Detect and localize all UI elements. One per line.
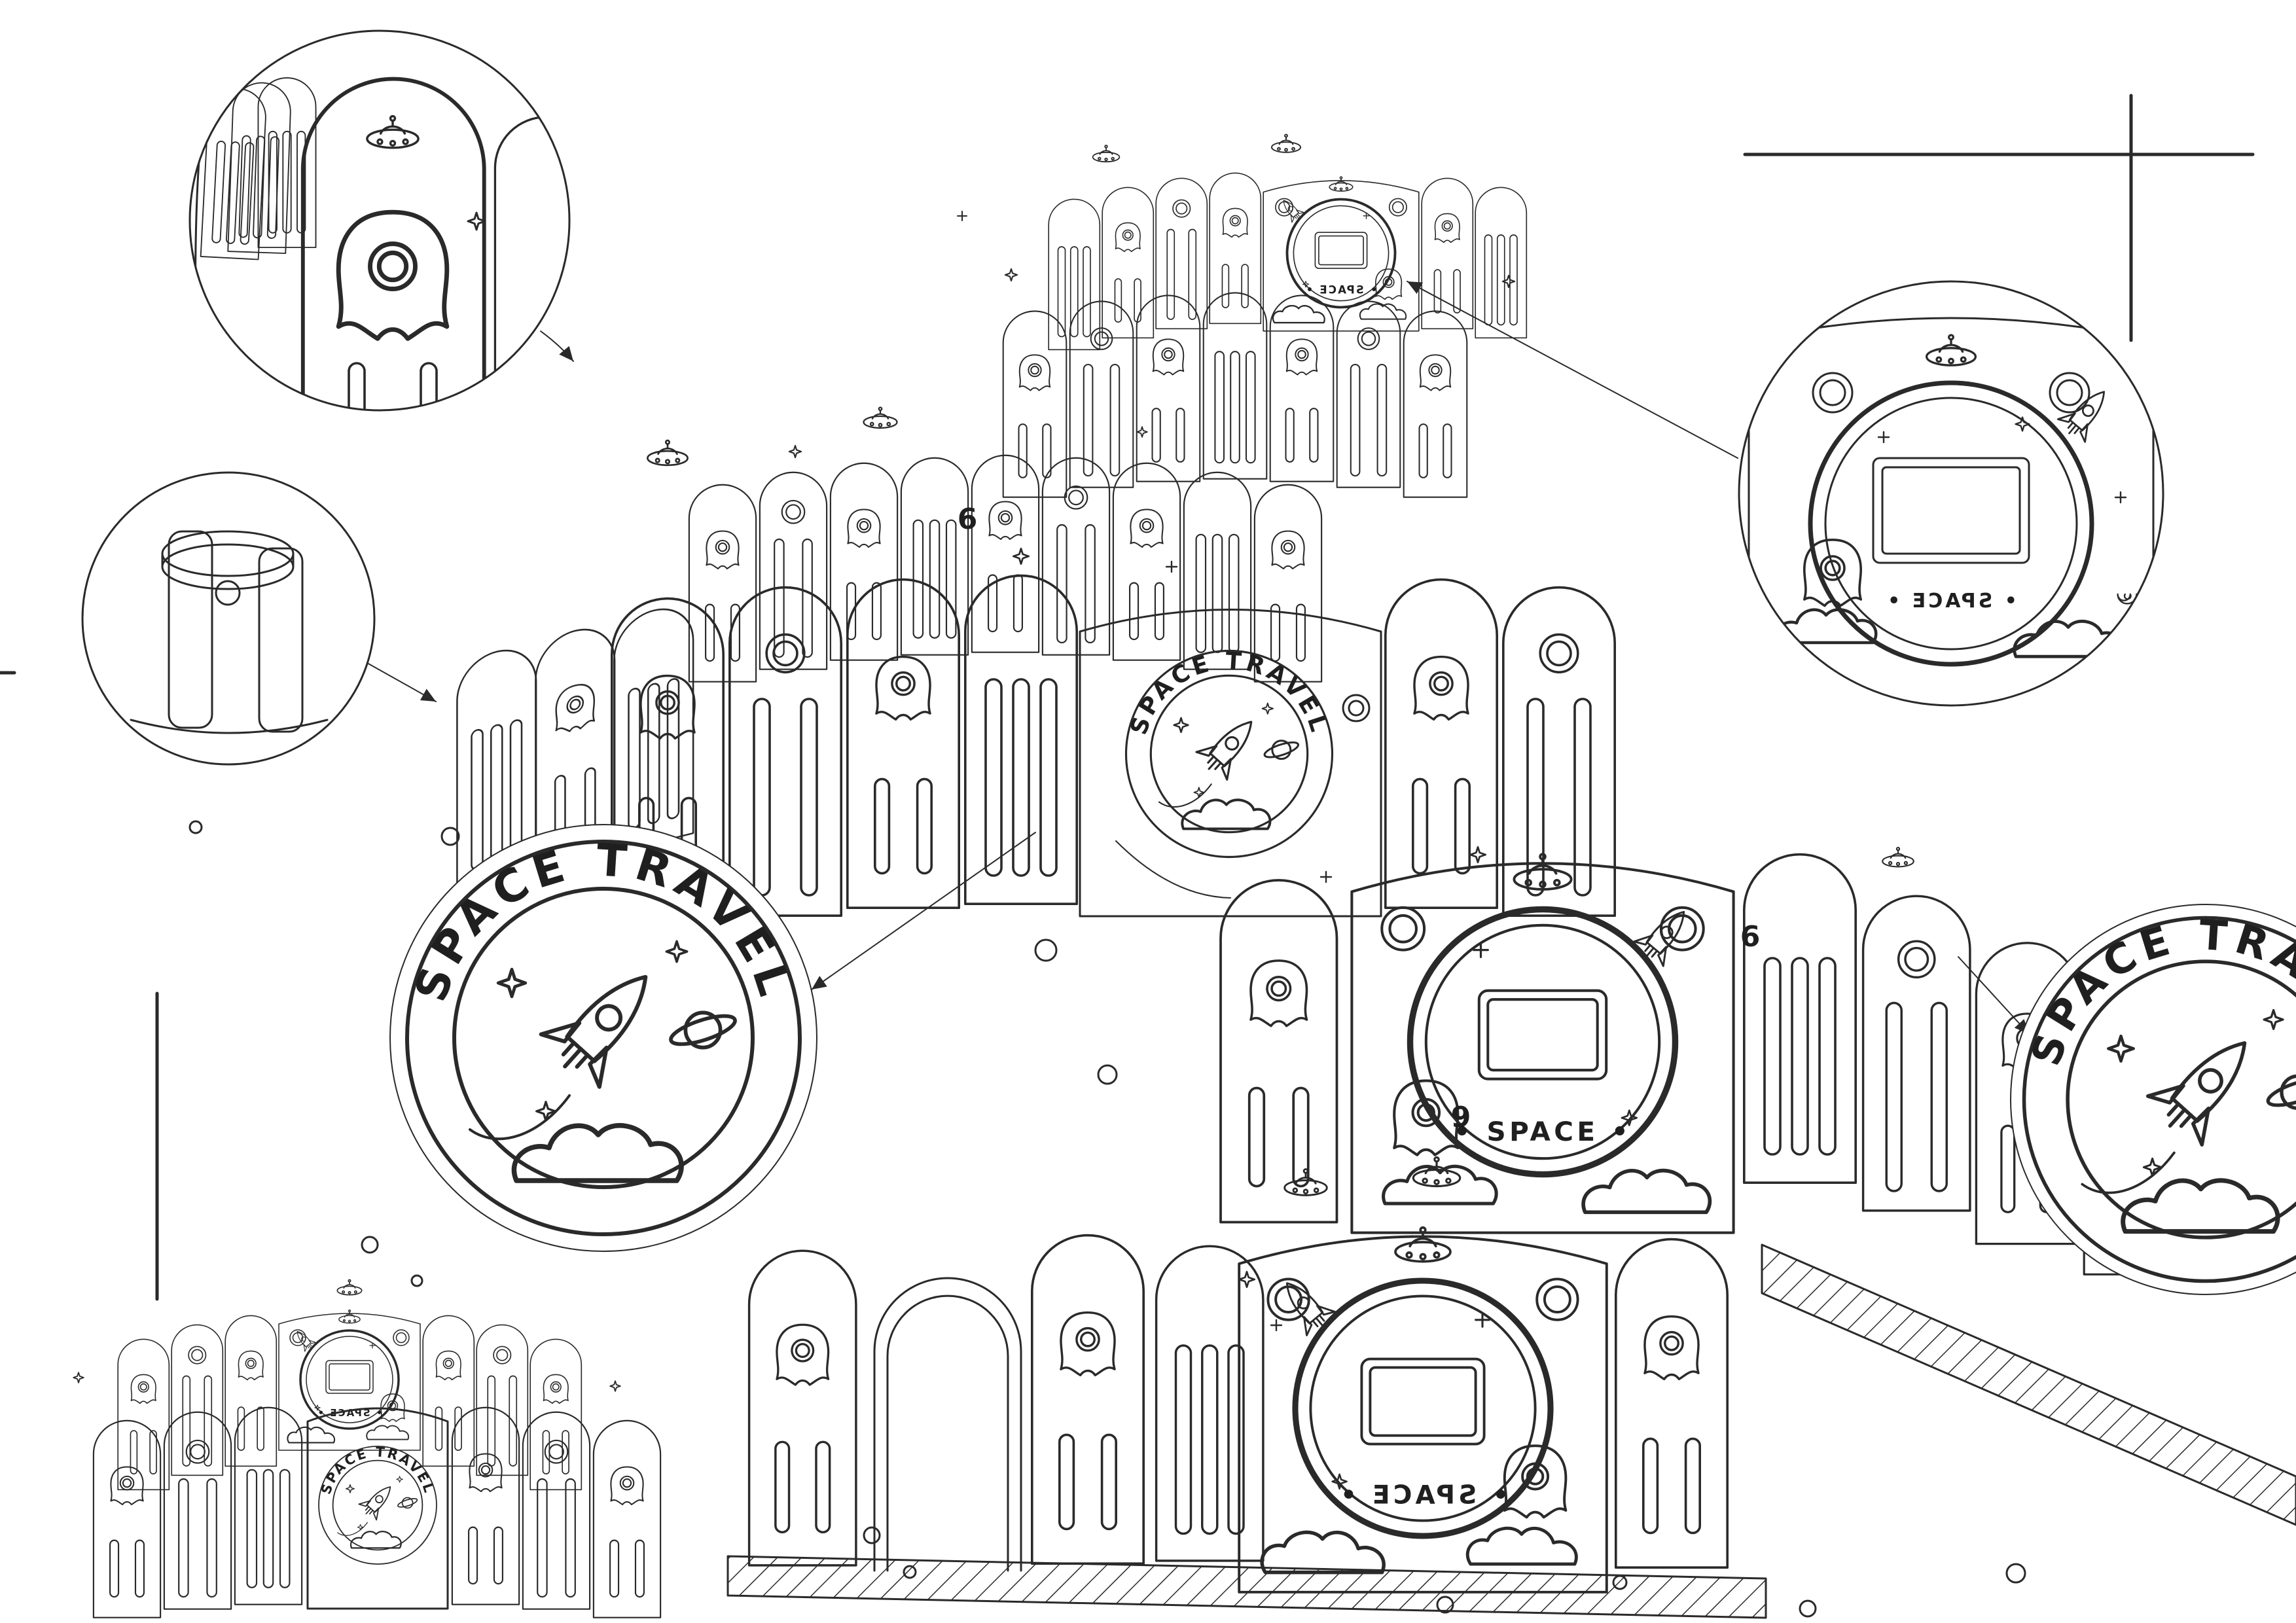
bubble [1799,1599,1817,1618]
view-playpen-small [73,1279,660,1618]
arch-ring-inner [1824,397,2078,651]
porthole-right-inner [2056,379,2083,406]
bubble [903,1565,917,1579]
space-travel-panel-outline [1079,609,1382,918]
view-playpen-front [726,1156,1767,1619]
ramp-hatched [1761,1243,2296,1526]
lock-knob-inner[interactable] [1348,700,1365,717]
door-panel[interactable] [873,1277,1022,1572]
registration-marks [0,94,2255,1301]
leader-callout-connector [361,659,437,702]
leader-callout-emblem-right [1958,956,2030,1035]
porthole-left-inner [1819,379,1846,406]
view-playpen-top-rear [956,134,1526,497]
bubble [1612,1575,1628,1590]
bubble [361,1236,379,1254]
swirl-doodle-six-b: 6 [1740,920,1761,954]
small-emblem-panel [306,1407,449,1610]
space-badge-mirrored: • SPACE • [1885,590,2017,613]
leader-callout-emblem [811,832,1036,990]
swirl-doodle-nine: 9 [1451,1101,1471,1134]
leader-calloutA [1407,281,1738,459]
view-playpen-right: 9 6 [1221,846,2296,1526]
connector-base-curve [130,719,329,734]
bubble [2005,1563,2026,1584]
porthole-left-outer [1812,372,1854,414]
porthole-right-outer [2049,372,2090,414]
base-hatched [726,1555,1767,1619]
leader-callout-corner [540,330,574,362]
screen-display [1881,466,2021,555]
connector-left-post [168,530,213,729]
swirl-doodle-six: 6 [958,503,978,536]
connector-knob[interactable] [215,580,241,606]
callout-circle [1738,280,2164,707]
space-screen-panel-back-mirrored [1263,177,1419,331]
clip-tab-right[interactable] [2114,310,2143,346]
bubble [440,827,460,846]
bubble [1034,938,1058,962]
screen-frame [1872,457,2030,564]
connector-right-post [258,547,304,733]
bubble [1097,1064,1118,1085]
leader-main-to-right [1115,840,1231,899]
bubble [1436,1596,1454,1614]
callout-circle [81,471,376,766]
callout-connector-content [130,530,329,734]
lock-knob-outer[interactable] [1342,694,1371,722]
callout-corner-detail [188,29,571,412]
callout-emblem-right [2010,904,2296,1295]
bubble [410,1274,423,1287]
bubble [188,820,203,834]
bubble-doodles [188,820,2026,1618]
door-outer-arch [873,1277,1022,1572]
door-inner-arch [886,1294,1009,1572]
arch-ring-outer [1808,380,2094,667]
space-travel-panel [1079,609,1382,918]
clip-tab-left[interactable] [1759,310,1788,346]
bubble [863,1526,881,1544]
callout-emblem-detail [389,824,817,1252]
callout-circle [188,29,571,412]
view-playpen-main: 6 [457,406,1615,927]
leader-lines [361,281,2030,1035]
space-screen-panel-front [1352,854,1733,1232]
callout-panel-back-detail: • SPACE • [1738,280,2164,707]
small-emblem-panel-outline [306,1407,449,1610]
space-screen-panel-front-mirrored [1239,1228,1607,1592]
callout-connector-detail [81,471,376,766]
